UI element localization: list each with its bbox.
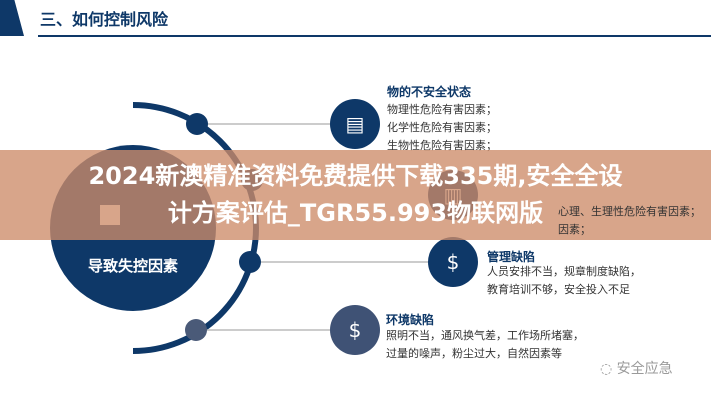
group-line: 教育培训不够，安全投入不足 [487,283,630,296]
banner-line-1: 2024新澳精准资料免费提供下载335期,安全全设 [88,162,623,190]
group-line: 照明不当，通风换气差，工作场所堵塞， [386,329,584,342]
watermark: ◌ 安全应急 [600,358,673,378]
group-title: 环境缺陷 [386,313,435,327]
banner-line-2: 计方案评估_TGR55.993物联网版 [167,199,544,227]
group-line: 化学性危险有害因素； [387,121,497,134]
node-4 [185,319,207,341]
header-divider [38,35,711,37]
watermark-text: 安全应急 [616,361,673,377]
center-label: 导致失控因素 [87,257,178,275]
group-line: 生物性危险有害因素； [387,139,497,152]
group-title: 物的不安全状态 [387,85,472,99]
wechat-icon: ◌ [600,361,617,377]
group-4-lines: 照明不当，通风换气差，工作场所堵塞， 过量的噪声，粉尘过大，自然因素等 [386,327,584,363]
group-3-lines: 人员安排不当，规章制度缺陷， 教育培训不够，安全投入不足 [487,263,641,299]
group-line: 物理性危险有害因素； [387,103,497,116]
node-3 [239,251,261,273]
group-title: 管理缺陷 [487,250,536,264]
money-stack-icon: ▤ [330,99,380,149]
group-line: 人员安排不当，规章制度缺陷， [487,265,641,278]
page-title: 三、如何控制风险 [40,10,169,29]
group-line: 心理、生理性危险有害因素； [558,205,701,218]
group-2-lines: 心理、生理性危险有害因素； 因素； [558,203,701,239]
title-banner [0,150,711,240]
banner-text: 2024新澳精准资料免费提供下载335期,安全全设 计方案评估_TGR55.99… [0,158,711,232]
person-dollar-icon: $ [330,305,380,355]
group-line: 因素； [558,223,591,236]
group-1-lines: 物理性危险有害因素； 化学性危险有害因素； 生物性危险有害因素； [387,101,497,155]
group-line: 过量的噪声，粉尘过大，自然因素等 [386,347,562,360]
node-1 [186,113,208,135]
money-bag-icon: $ [428,237,478,287]
